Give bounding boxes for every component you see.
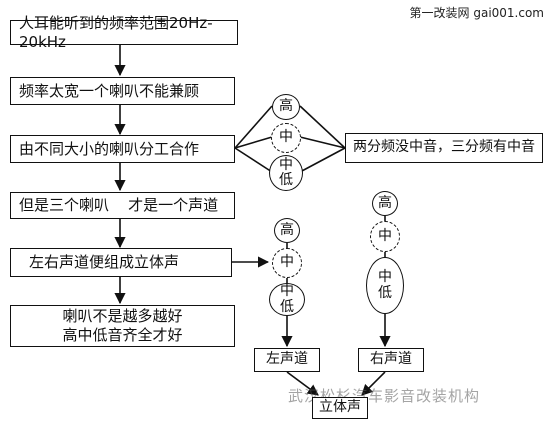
woofer-midlow-1: 中低 xyxy=(269,155,303,191)
woofer-midlow-right: 中低 xyxy=(366,257,404,314)
step-speakers-divide-work: 由不同大小的喇叭分工合作 xyxy=(10,135,235,163)
tweeter-high-1: 高 xyxy=(272,94,300,120)
midrange-mid-1: 中 xyxy=(271,123,301,153)
step6-line1: 喇叭不是越多越好 xyxy=(62,307,183,326)
step-band-too-wide: 频率太宽一个喇叭不能兼顾 xyxy=(10,77,235,105)
crossover-note: 两分频没中音，三分频有中音 xyxy=(345,133,543,163)
step-three-speakers-one-channel: 但是三个喇叭 才是一个声道 xyxy=(10,192,235,219)
stereo-box: 立体声 xyxy=(312,397,368,419)
woofer-midlow-left: 中低 xyxy=(269,283,305,316)
tweeter-high-left: 高 xyxy=(274,218,300,243)
site-watermark: 第一改装网 gai001.com xyxy=(409,6,544,20)
step-hearing-range: 人耳能听到的频率范围20Hz-20kHz xyxy=(10,14,238,51)
step6-line2: 高中低音齐全才好 xyxy=(62,326,183,344)
step-left-right-stereo: 左右声道便组成立体声 xyxy=(10,248,232,277)
right-channel-box: 右声道 xyxy=(358,348,424,372)
midrange-mid-right: 中 xyxy=(370,221,400,252)
midrange-mid-left: 中 xyxy=(272,248,302,278)
step-not-more-is-better: 喇叭不是越多越好 高中低音齐全才好 xyxy=(10,305,235,347)
tweeter-high-right: 高 xyxy=(372,191,398,216)
left-channel-box: 左声道 xyxy=(254,348,320,372)
